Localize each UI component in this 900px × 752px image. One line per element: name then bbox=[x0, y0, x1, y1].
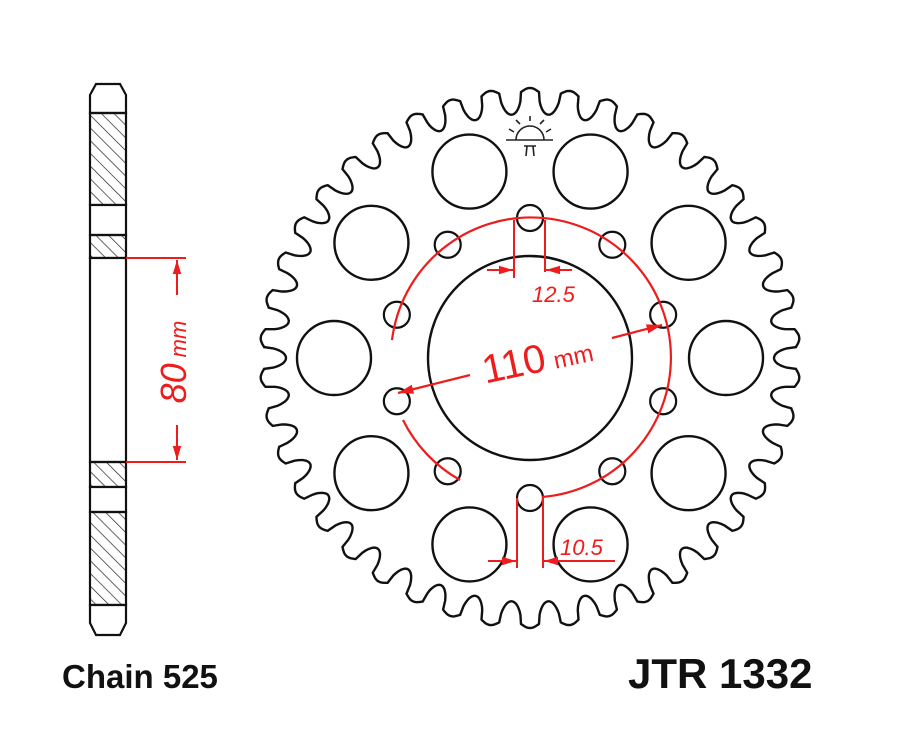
bottom-slot-label: 10.5 bbox=[560, 535, 604, 560]
center-hub-hole bbox=[426, 254, 634, 462]
lightening-holes bbox=[295, 133, 765, 583]
lightening-hole bbox=[431, 506, 508, 583]
bolt-hole bbox=[433, 230, 462, 259]
profile-hub bbox=[88, 256, 128, 464]
bolt-hole bbox=[598, 230, 627, 259]
pcd-arc bbox=[390, 216, 672, 499]
bottom-slot-dimension bbox=[488, 498, 615, 568]
lightening-hole bbox=[687, 319, 765, 397]
bolt-hole bbox=[382, 387, 411, 416]
profile-hatch-upper-hub bbox=[88, 233, 128, 260]
profile-bottom-cap bbox=[88, 603, 128, 637]
lightening-hole bbox=[295, 319, 373, 397]
top-slot-dimension bbox=[487, 220, 572, 278]
profile-hatch-top bbox=[88, 111, 128, 207]
sprocket-teeth-outline bbox=[259, 86, 801, 630]
lightening-hole bbox=[333, 435, 410, 512]
hub-dimension bbox=[126, 257, 186, 463]
lightening-hole bbox=[650, 435, 727, 512]
profile-hatch-lower-hub bbox=[88, 460, 128, 489]
lightening-hole bbox=[552, 133, 629, 210]
bolt-hole bbox=[433, 457, 462, 486]
lightening-hole bbox=[650, 204, 727, 281]
side-profile bbox=[88, 82, 128, 637]
profile-top-cap bbox=[88, 82, 128, 115]
bolt-hole bbox=[598, 457, 627, 486]
jt-sun-logo-icon bbox=[506, 116, 553, 157]
lightening-hole bbox=[333, 204, 410, 281]
top-slot-label: 12.5 bbox=[532, 282, 576, 307]
lightening-hole bbox=[552, 506, 629, 583]
lightening-hole bbox=[431, 133, 508, 210]
pcd-dimension bbox=[390, 216, 672, 499]
bolt-hole bbox=[649, 300, 678, 329]
chain-label: Chain 525 bbox=[62, 658, 218, 695]
bolt-hole bbox=[649, 387, 678, 416]
profile-hatch-bottom bbox=[88, 510, 128, 607]
model-label: JTR 1332 bbox=[628, 650, 813, 697]
hub-dimension-label: 80mm bbox=[153, 321, 194, 404]
bolt-hole bbox=[382, 300, 411, 329]
pcd-arc-lower bbox=[402, 419, 461, 481]
